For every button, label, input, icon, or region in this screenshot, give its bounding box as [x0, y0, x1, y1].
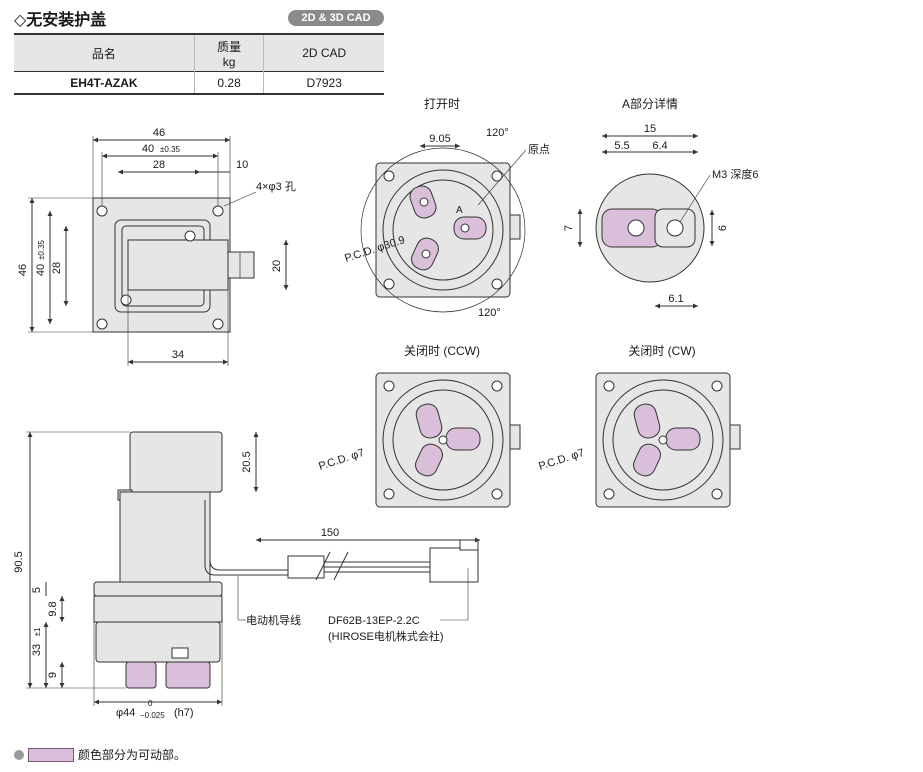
dim-w34: 34 — [172, 349, 184, 361]
dim-44-lower: −0.025 — [140, 711, 165, 720]
header-cad: 2D CAD — [263, 33, 384, 72]
dim-98: 9.8 — [47, 601, 59, 616]
open-title: 打开时 — [424, 97, 460, 111]
ccw-view: 关闭时 (CCW) P.C.D. φ7 — [317, 344, 521, 508]
angle-120-bottom: 120° — [478, 307, 501, 319]
cad-badge[interactable]: 2D & 3D CAD — [288, 10, 384, 26]
header-model: 品名 — [14, 33, 195, 72]
front-view: 46 40 ±0.35 28 10 4×φ3 孔 46 40 ±0.35 28 … — [17, 127, 296, 366]
dim-15: 15 — [644, 123, 656, 135]
pcd-cw: P.C.D. φ7 — [537, 447, 586, 473]
dim-h40: 40 — [35, 264, 47, 276]
dim-55: 5.5 — [614, 140, 629, 152]
dim-9: 9 — [47, 672, 59, 678]
dim-150: 150 — [321, 527, 339, 539]
cw-view: 关闭时 (CW) P.C.D. φ7 — [537, 344, 741, 508]
side-view: 90.5 20.5 150 5 9.8 33 ±1 9 φ44 0 −0.025… — [13, 431, 480, 720]
cell-mass: 0.28 — [194, 71, 265, 95]
label-origin: 原点 — [528, 143, 550, 156]
cw-title: 关闭时 (CW) — [628, 344, 695, 358]
dim-w40-tol: ±0.35 — [160, 145, 181, 154]
dim-61: 6.1 — [668, 293, 683, 305]
cell-model: EH4T-AZAK — [14, 71, 195, 95]
legend: 颜色部分为可动部。 — [14, 746, 186, 763]
dim-h20: 20 — [271, 260, 283, 272]
dim-44-upper: 0 — [148, 699, 153, 708]
dim-33: 33 — [31, 644, 43, 656]
dim-w28: 28 — [153, 159, 165, 171]
label-maker: (HIROSE电机株式会社) — [328, 629, 444, 643]
dim-64: 6.4 — [652, 140, 667, 152]
movable-color-swatch — [28, 747, 74, 762]
detail-a-view: A部分详情 15 5.5 6.4 M3 深度6 7 6 6.1 — [563, 96, 758, 309]
bullet-icon — [14, 749, 24, 760]
open-view: 打开时 A 9.05 120° 120° 原点 P.C.D. φ30.9 — [343, 97, 550, 319]
label-m3: M3 深度6 — [712, 167, 758, 181]
dim-33-tol: ±1 — [33, 627, 42, 636]
section-title: ◇无安装护盖 — [14, 12, 107, 29]
dim-holes: 4×φ3 孔 — [256, 180, 296, 193]
dim-905-side: 90.5 — [13, 551, 25, 572]
dim-6: 6 — [717, 225, 729, 231]
dim-905: 9.05 — [429, 133, 450, 145]
angle-120-top: 120° — [486, 127, 509, 139]
dim-7: 7 — [563, 225, 575, 231]
label-motor-lead: 电动机导线 — [246, 613, 301, 627]
dim-w10: 10 — [236, 159, 248, 171]
dim-h40-tol: ±0.35 — [37, 239, 46, 260]
legend-text: 颜色部分为可动部。 — [78, 748, 187, 762]
dim-44-fit: (h7) — [174, 707, 194, 719]
detail-title: A部分详情 — [622, 96, 678, 111]
ccw-title: 关闭时 (CCW) — [404, 344, 480, 358]
label-connector: DF62B-13EP-2.2C — [328, 615, 420, 627]
dim-h28: 28 — [51, 262, 63, 274]
dim-h46: 46 — [17, 264, 29, 276]
dim-5: 5 — [31, 587, 43, 593]
dim-205: 20.5 — [241, 451, 253, 472]
cell-cad[interactable]: D7923 — [263, 71, 384, 95]
pcd-ccw: P.C.D. φ7 — [317, 447, 366, 473]
dim-w46: 46 — [153, 127, 165, 139]
label-a: A — [456, 205, 463, 216]
dim-44: φ44 — [116, 707, 135, 719]
dim-w40: 40 — [142, 143, 154, 155]
